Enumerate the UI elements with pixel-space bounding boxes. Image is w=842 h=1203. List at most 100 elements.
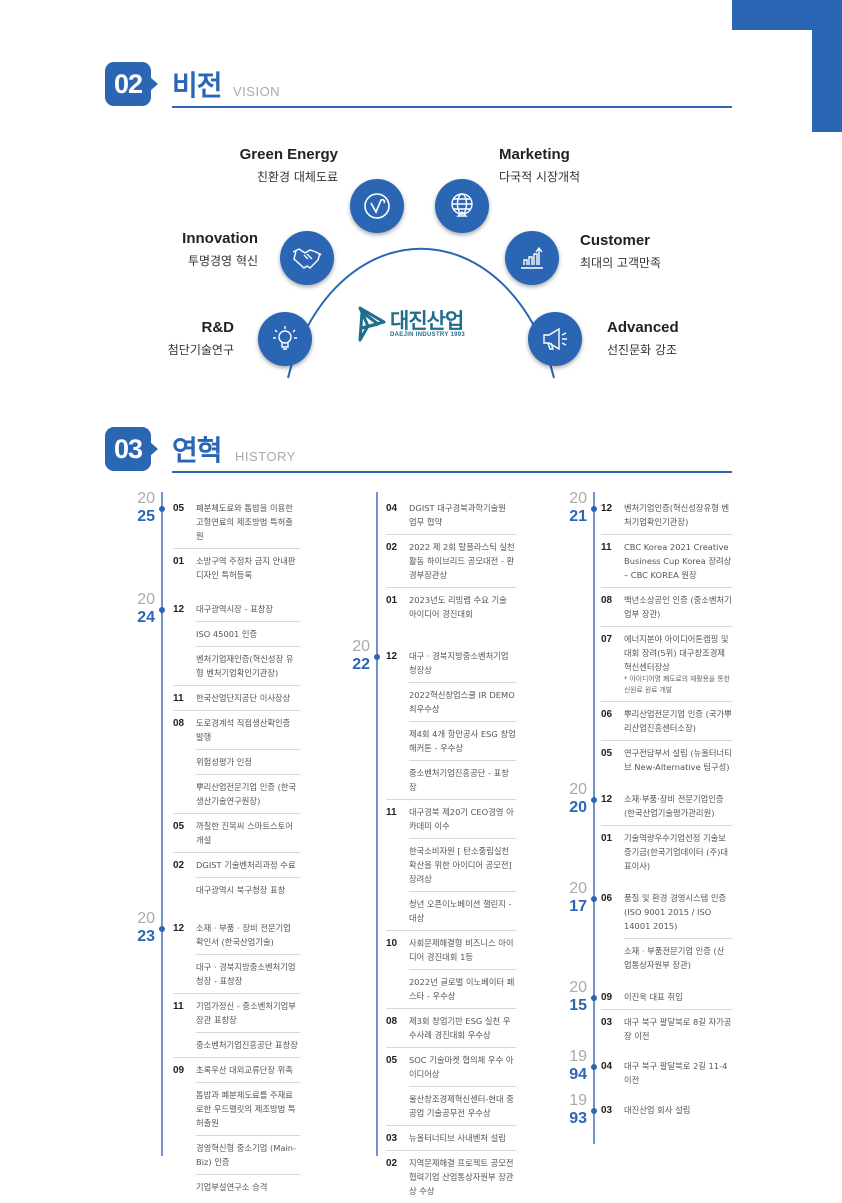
- entry-items: DGIST 대구경북과학기술원 업무 협약: [409, 496, 516, 534]
- month-label: 12: [173, 604, 185, 615]
- history-item: 중소벤처기업진흥공단 표창장: [196, 1032, 300, 1057]
- history-item: 소재 · 부품 · 장비 전문기업 확인서 (한국산업기술): [196, 916, 300, 954]
- history-item: 대구 북구 팔달북로 8길 자가공장 이전: [624, 1010, 732, 1048]
- history-item-text: 기업가정신 - 중소벤처기업부 장관 표창장: [196, 1001, 296, 1025]
- section-subtitle: VISION: [233, 84, 281, 99]
- month-label: 01: [173, 556, 185, 567]
- history-item: 기업가정신 - 중소벤처기업부 장관 표창장: [196, 994, 300, 1032]
- section-subtitle: HISTORY: [235, 449, 296, 464]
- entry-items: 소방구역 주정차 금지 안내판 디자인 특허등록: [196, 549, 300, 587]
- history-item-text: 청년 오픈이노베이션 챌린지 - 대상: [409, 899, 512, 923]
- history-item: 벤처기업재인증(혁신성장 유형 벤처기업확인기관장): [196, 646, 300, 685]
- month-label: 11: [601, 542, 612, 553]
- history-entry: 11 CBC Korea 2021 Creative Business Cup K…: [601, 534, 732, 587]
- history-item-text: 경영혁신형 중소기업 (Main-Biz) 인증: [196, 1143, 297, 1167]
- history-item-text: 제3회 창업기반 ESG 실천 우수사례 경진대회 우수상: [409, 1016, 511, 1040]
- history-item: 2023년도 리빙랩 수요 기술 아이디어 경진대회: [409, 588, 516, 626]
- vision-item-title: R&D: [201, 319, 235, 336]
- history-item: 대구 북구 팔달북로 2길 11-4 이전: [624, 1054, 732, 1092]
- month-label: 05: [173, 503, 185, 514]
- history-item-text: 초록우산 대외교류단장 위촉: [196, 1065, 293, 1075]
- timeline-line: [161, 492, 163, 1156]
- history-item-text: 뿌리산업전문기업 인증 (한국생산기술연구원장): [196, 782, 297, 806]
- entry-items: 뿌리산업전문기업 인증 (국가뿌리산업진흥센터소장): [624, 702, 732, 740]
- year-century: 20: [569, 979, 587, 996]
- history-item: 기술역량우수기업선정 기술보증기금(한국기업데이터 (주)대표이사): [624, 826, 732, 878]
- history-item: 대진산업 회사 설립: [624, 1098, 732, 1122]
- month-label: 02: [173, 860, 185, 871]
- history-item: DGIST 기술벤처리과정 수료: [196, 853, 300, 877]
- year-century: 19: [569, 1092, 587, 1109]
- history-item-text: 폐분체도료와 톱밥을 이용한 고형연료의 제조방법 특허출원: [196, 503, 293, 541]
- history-item: 에너지분야 아이디어톤캠핑 및 대회 장려(5위) 대구창조경제혁신센터장상* …: [624, 627, 732, 701]
- month-label: 03: [601, 1105, 613, 1116]
- year-century: 20: [137, 910, 155, 927]
- history-item-text: 백년소상공인 인증 (중소벤처기업부 장관): [624, 595, 732, 619]
- entry-items: 제3회 창업기반 ESG 실천 우수사례 경진대회 우수상: [409, 1009, 516, 1047]
- history-entry: 01 2023년도 리빙랩 수요 기술 아이디어 경진대회: [386, 587, 516, 626]
- timeline-dot: [159, 506, 165, 512]
- month-label: 01: [601, 833, 613, 844]
- entry-items: 대진산업 회사 설립: [624, 1098, 732, 1122]
- entry-items: 백년소상공인 인증 (중소벤처기업부 장관): [624, 588, 732, 626]
- timeline-dot: [591, 1108, 597, 1114]
- entry-items: 대구 북구 팔달북로 8길 자가공장 이전: [624, 1010, 732, 1048]
- entry-items: 까칠한 진목씨 스마트스토어 개설: [196, 814, 300, 852]
- timeline-dot: [591, 896, 597, 902]
- month-label: 01: [386, 595, 398, 606]
- section-title: 연혁: [172, 434, 223, 467]
- logo-text: 대진산업: [390, 309, 464, 333]
- logo-subtext: DAEJIN INDUSTRY 1993: [390, 332, 466, 338]
- year-century: 20: [352, 638, 370, 655]
- history-item-text: 소재 · 부품전문기업 인증 (산업통상자원부 장관): [624, 946, 725, 970]
- growth-chart-icon: [505, 231, 559, 285]
- history-item-text: 울산창조경제혁신센터-현대 중공업 기술공무전 우수상: [409, 1094, 514, 1118]
- history-item-text: 도로경계석 직접생산확인증 발행: [196, 718, 291, 742]
- month-label: 11: [173, 1001, 184, 1012]
- history-item-text: 에너지분야 아이디어톤캠핑 및 대회 장려(5위) 대구창조경제혁신센터장상: [624, 634, 729, 672]
- history-item-text: 2022혁신창업스쿨 IR DEMO 최우수상: [409, 690, 515, 714]
- history-item-text: CBC Korea 2021 Creative Business Cup Kor…: [624, 542, 732, 580]
- month-label: 06: [601, 893, 613, 904]
- year-century: 20: [137, 591, 155, 608]
- entry-items: 연구전담부서 설립 (뉴올터너티브 New-Alternative 팀구성): [624, 741, 732, 779]
- vision-item-title: Green Energy: [239, 146, 338, 163]
- entry-items: 대구 북구 팔달북로 2길 11-4 이전: [624, 1054, 732, 1092]
- entry-items: 벤처기업인증(혁신성장유형 벤처기업확인기관장): [624, 496, 732, 534]
- lightbulb-icon: [258, 312, 312, 366]
- vision-arc: [287, 247, 555, 379]
- month-label: 05: [601, 748, 613, 759]
- timeline-dot: [591, 506, 597, 512]
- history-item-text: 까칠한 진목씨 스마트스토어 개설: [196, 821, 293, 845]
- history-item: 소방구역 주정차 금지 안내판 디자인 특허등록: [196, 549, 300, 587]
- history-item-text: 중소벤처기업진흥공단 표창장: [196, 1040, 298, 1050]
- history-item-text: 소재 · 부품 · 장비 전문기업 확인서 (한국산업기술): [196, 923, 291, 947]
- history-item-text: 뉴올터너티브 사내벤처 설립: [409, 1133, 506, 1143]
- entry-items: 한국산업단지공단 이사장상: [196, 686, 300, 710]
- vision-item-desc: 선진문화 강조: [607, 343, 678, 357]
- entry-items: 이진욱 대표 취임: [624, 985, 732, 1009]
- history-item-text: 한국산업단지공단 이사장상: [196, 693, 291, 703]
- history-item: 제4회 4개 항만공사 ESG 창업 해커톤 - 우수상: [409, 721, 516, 760]
- month-label: 12: [601, 794, 613, 805]
- history-item-text: 한국소비자원 [ 탄소중립실천 확산을 위한 아이디어 공모전] 장려상: [409, 846, 512, 884]
